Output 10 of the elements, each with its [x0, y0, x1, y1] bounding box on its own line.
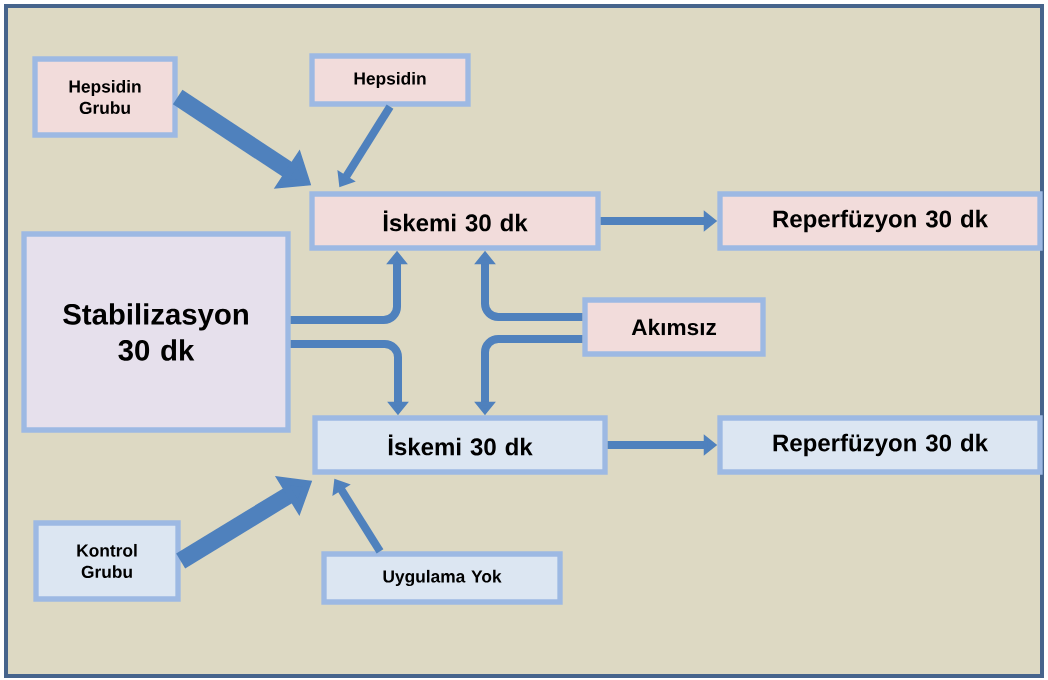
process-box: Reperfüzyon 30 dk	[717, 191, 1043, 251]
process-box: Hepsidin Grubu	[32, 56, 178, 138]
process-box: Reperfüzyon 30 dk	[717, 415, 1043, 475]
process-box: Uygulama Yok	[321, 551, 563, 605]
process-box: İskemi 30 dk	[309, 191, 601, 251]
process-box: Kontrol Grubu	[33, 520, 181, 602]
process-box: Stabilizasyon 30 dk	[21, 231, 291, 433]
process-box: Akımsız	[582, 297, 766, 357]
process-box: İskemi 30 dk	[312, 415, 608, 475]
process-box: Hepsidin	[309, 53, 471, 107]
